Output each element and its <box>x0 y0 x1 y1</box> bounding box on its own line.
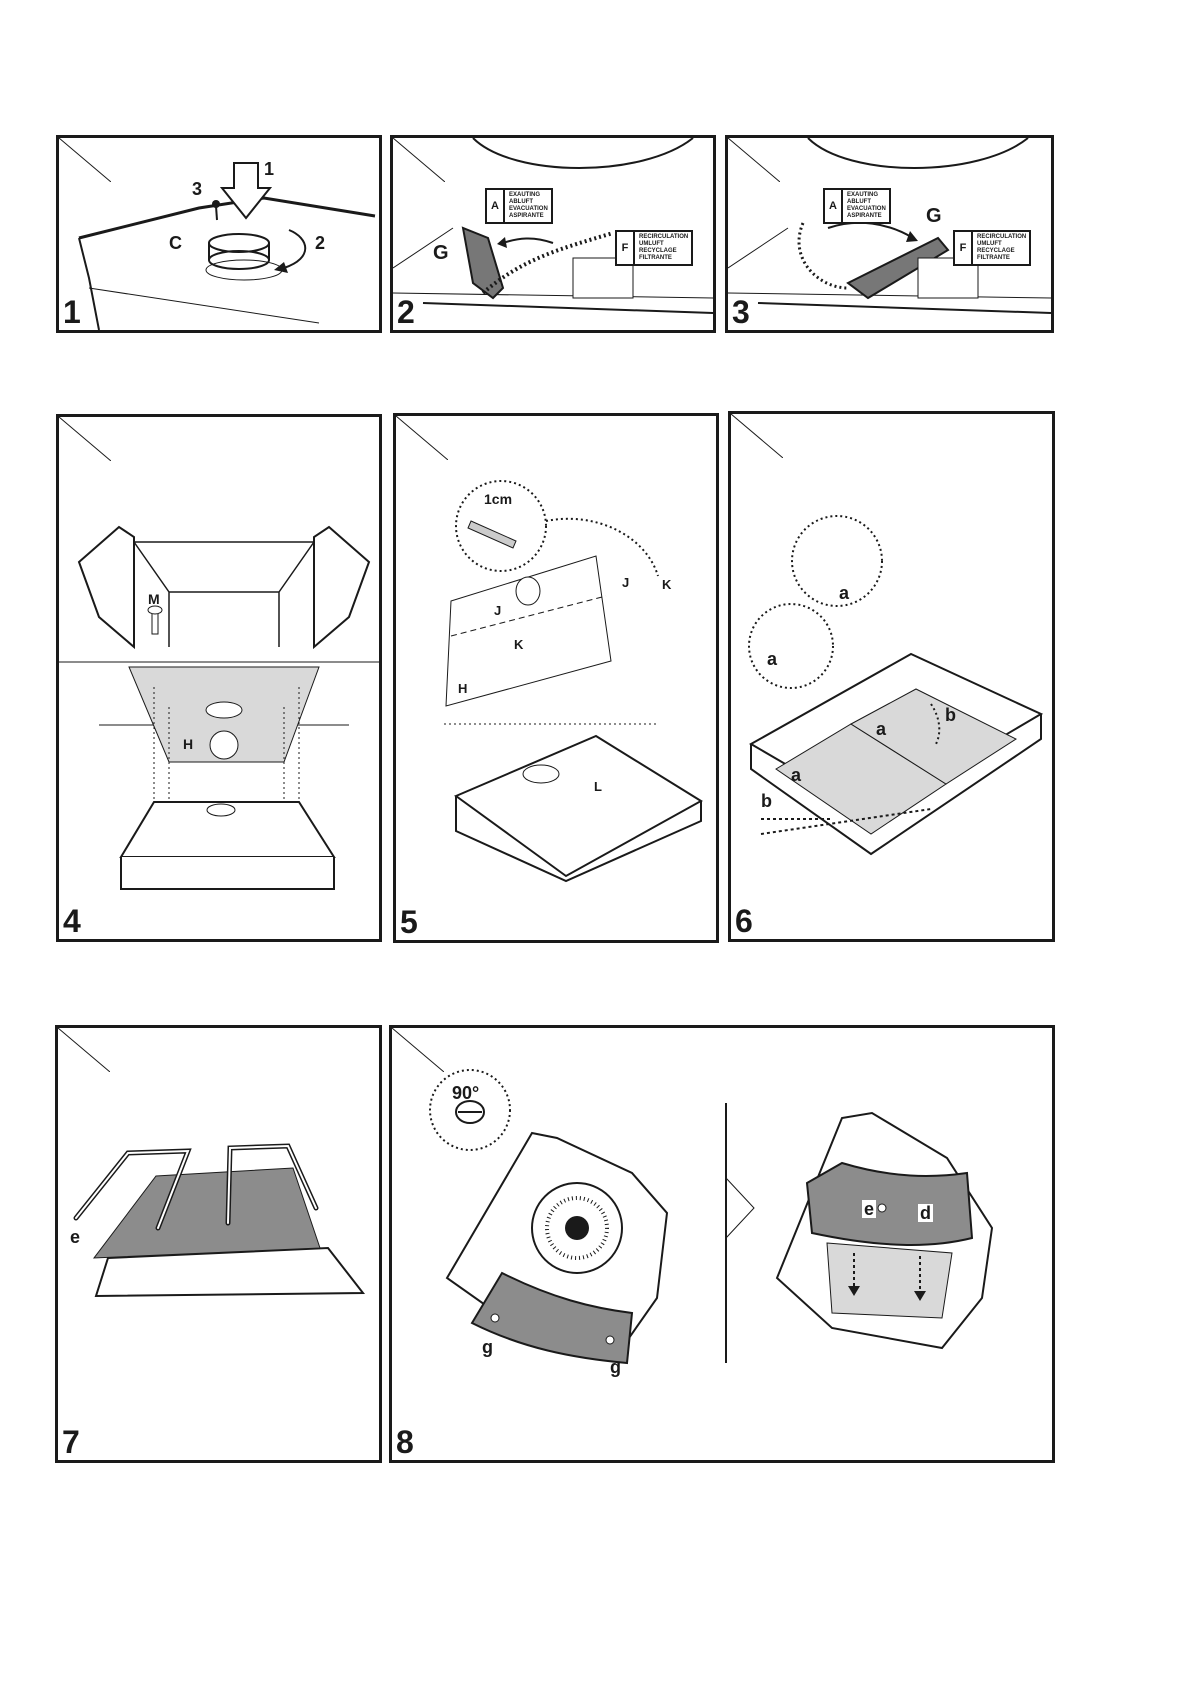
label-90-degrees: 90° <box>452 1084 479 1102</box>
label-g: G <box>433 243 449 263</box>
label-h: H <box>183 737 193 751</box>
label-b-right: b <box>945 706 956 724</box>
label-m: M <box>148 592 160 606</box>
label-step-2: 2 <box>315 234 325 252</box>
panel-7: e 7 <box>55 1025 382 1463</box>
panel-5: 1cm J J K K H L 5 <box>393 413 719 943</box>
panel-8-illustration <box>392 1028 1052 1460</box>
panel-number: 6 <box>735 905 753 937</box>
panel-number: 3 <box>732 296 750 328</box>
panel-number: 7 <box>62 1426 80 1458</box>
corner-mark <box>59 417 111 461</box>
corner-mark <box>728 138 780 182</box>
panel-number: 1 <box>63 296 81 328</box>
panel-6-illustration <box>731 414 1052 939</box>
label-1cm: 1cm <box>484 492 512 506</box>
tag-recirculation: F RECIRCULATION UMLUFT RECYCLAGE FILTRAN… <box>953 230 1031 266</box>
panel-number: 8 <box>396 1426 414 1458</box>
label-l: L <box>594 780 602 793</box>
panel-6: a a a a b b 6 <box>728 411 1055 942</box>
label-j-left: J <box>494 604 501 617</box>
label-j-right: J <box>622 576 629 589</box>
corner-mark <box>392 1028 444 1072</box>
panel-4: M H 4 <box>56 414 382 942</box>
label-b-left: b <box>761 792 772 810</box>
tag-exhaust: A EXAUTING ABLUFT EVACUATION ASPIRANTE <box>485 188 553 224</box>
label-g-left: g <box>482 1338 493 1356</box>
panel-1: 1 3 C 2 1 <box>56 135 382 333</box>
panel-8: 90° g g e d 8 <box>389 1025 1055 1463</box>
label-step-1: 1 <box>264 160 274 178</box>
panel-5-illustration <box>396 416 716 940</box>
corner-mark <box>59 138 111 182</box>
panel-7-illustration <box>58 1028 379 1460</box>
label-k-right: K <box>662 578 671 591</box>
label-e: e <box>70 1228 80 1246</box>
panel-number: 2 <box>397 296 415 328</box>
corner-mark <box>396 416 448 460</box>
label-g-right: g <box>610 1358 621 1376</box>
panel-3: A EXAUTING ABLUFT EVACUATION ASPIRANTE F… <box>725 135 1054 333</box>
label-k-left: K <box>514 638 523 651</box>
label-step-3: 3 <box>192 180 202 198</box>
label-a-zoom-top: a <box>839 584 849 602</box>
label-a-zoom-left: a <box>767 650 777 668</box>
panel-number: 4 <box>63 905 81 937</box>
label-g: G <box>926 206 942 226</box>
label-a-right: a <box>876 720 886 738</box>
panel-4-illustration <box>59 417 379 939</box>
tag-recirculation: F RECIRCULATION UMLUFT RECYCLAGE FILTRAN… <box>615 230 693 266</box>
label-h: H <box>458 682 467 695</box>
label-a-left: a <box>791 766 801 784</box>
panel-number: 5 <box>400 906 418 938</box>
corner-mark <box>393 138 445 182</box>
label-e: e <box>862 1200 876 1218</box>
corner-mark <box>58 1028 110 1072</box>
panel-2: A EXAUTING ABLUFT EVACUATION ASPIRANTE F… <box>390 135 716 333</box>
label-d: d <box>918 1204 933 1222</box>
corner-mark <box>731 414 783 458</box>
label-c: C <box>169 234 182 252</box>
tag-exhaust: A EXAUTING ABLUFT EVACUATION ASPIRANTE <box>823 188 891 224</box>
